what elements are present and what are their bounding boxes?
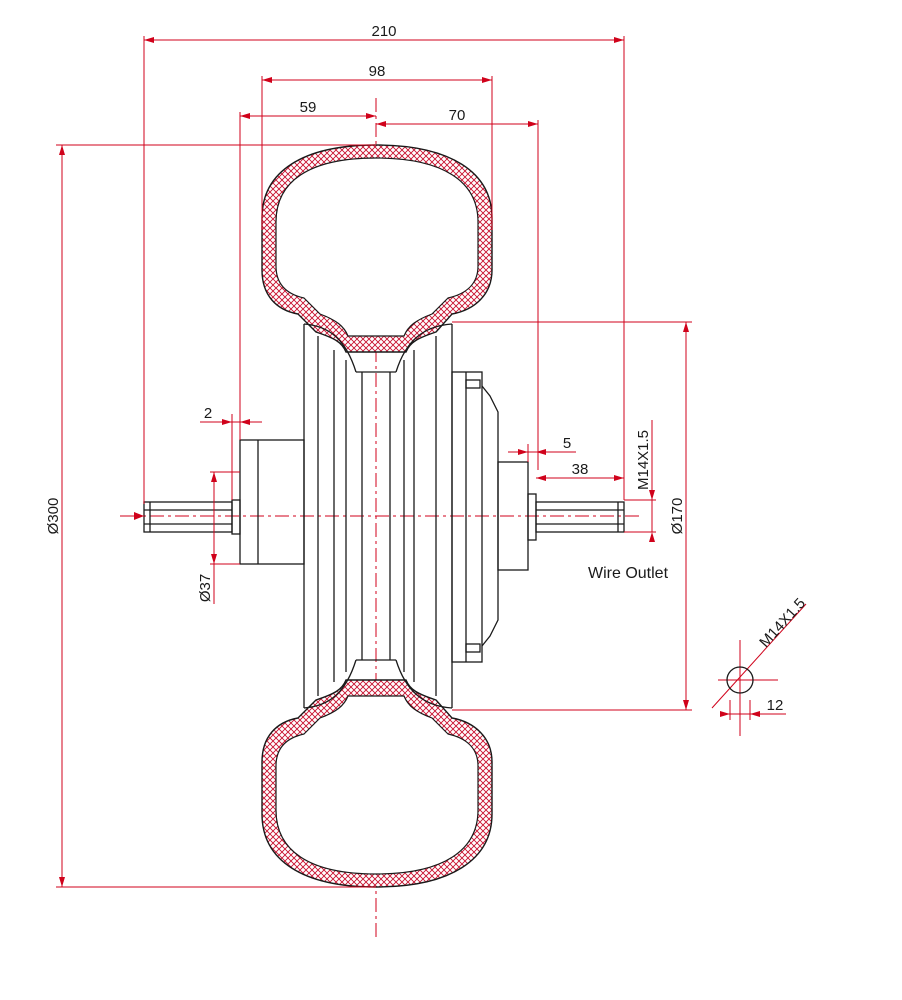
thread-detail-circle [726,666,754,694]
right-shaft [535,501,625,533]
dim-text-300: Ø300 [45,498,62,535]
dim-line-m14-detail [711,603,807,709]
side-cover-bolt-top [465,379,481,389]
dim-text-2: 2 [204,405,212,422]
right-bearing-step [527,493,537,541]
dim-text-98: 98 [369,63,386,80]
dim-text-m14-right: M14X1.5 [635,430,652,490]
rim-right-curve-bottom [395,659,453,709]
dim-text-m14-detail: M14X1.5 [756,595,809,651]
tire [261,144,493,888]
left-bearing-housing [239,439,305,565]
dim-text-70: 70 [449,107,466,124]
side-cover [451,371,483,663]
dimension-arrows [59,37,760,887]
rim-right-curve-top [395,323,453,373]
left-shaft-step [231,499,241,535]
dim-text-59: 59 [300,99,317,116]
side-cover-bolt-bottom [465,643,481,653]
wire-outlet-label: Wire Outlet [588,565,669,582]
dim-text-38: 38 [572,461,589,478]
rim-left-curve-bottom [303,659,357,709]
dim-text-210: 210 [371,23,396,40]
rim-left-curve-top [303,323,357,373]
dim-text-12: 12 [767,697,784,714]
rim-channel [356,371,396,661]
dimension-lines [56,36,807,888]
dim-text-170: Ø170 [669,498,686,535]
tire-top-inner [275,157,479,337]
dim-text-37: Ø37 [197,574,214,602]
hub-body [143,323,625,709]
left-shaft [143,501,233,533]
tire-bottom-inner [275,695,479,875]
dim-text-5: 5 [563,435,571,452]
